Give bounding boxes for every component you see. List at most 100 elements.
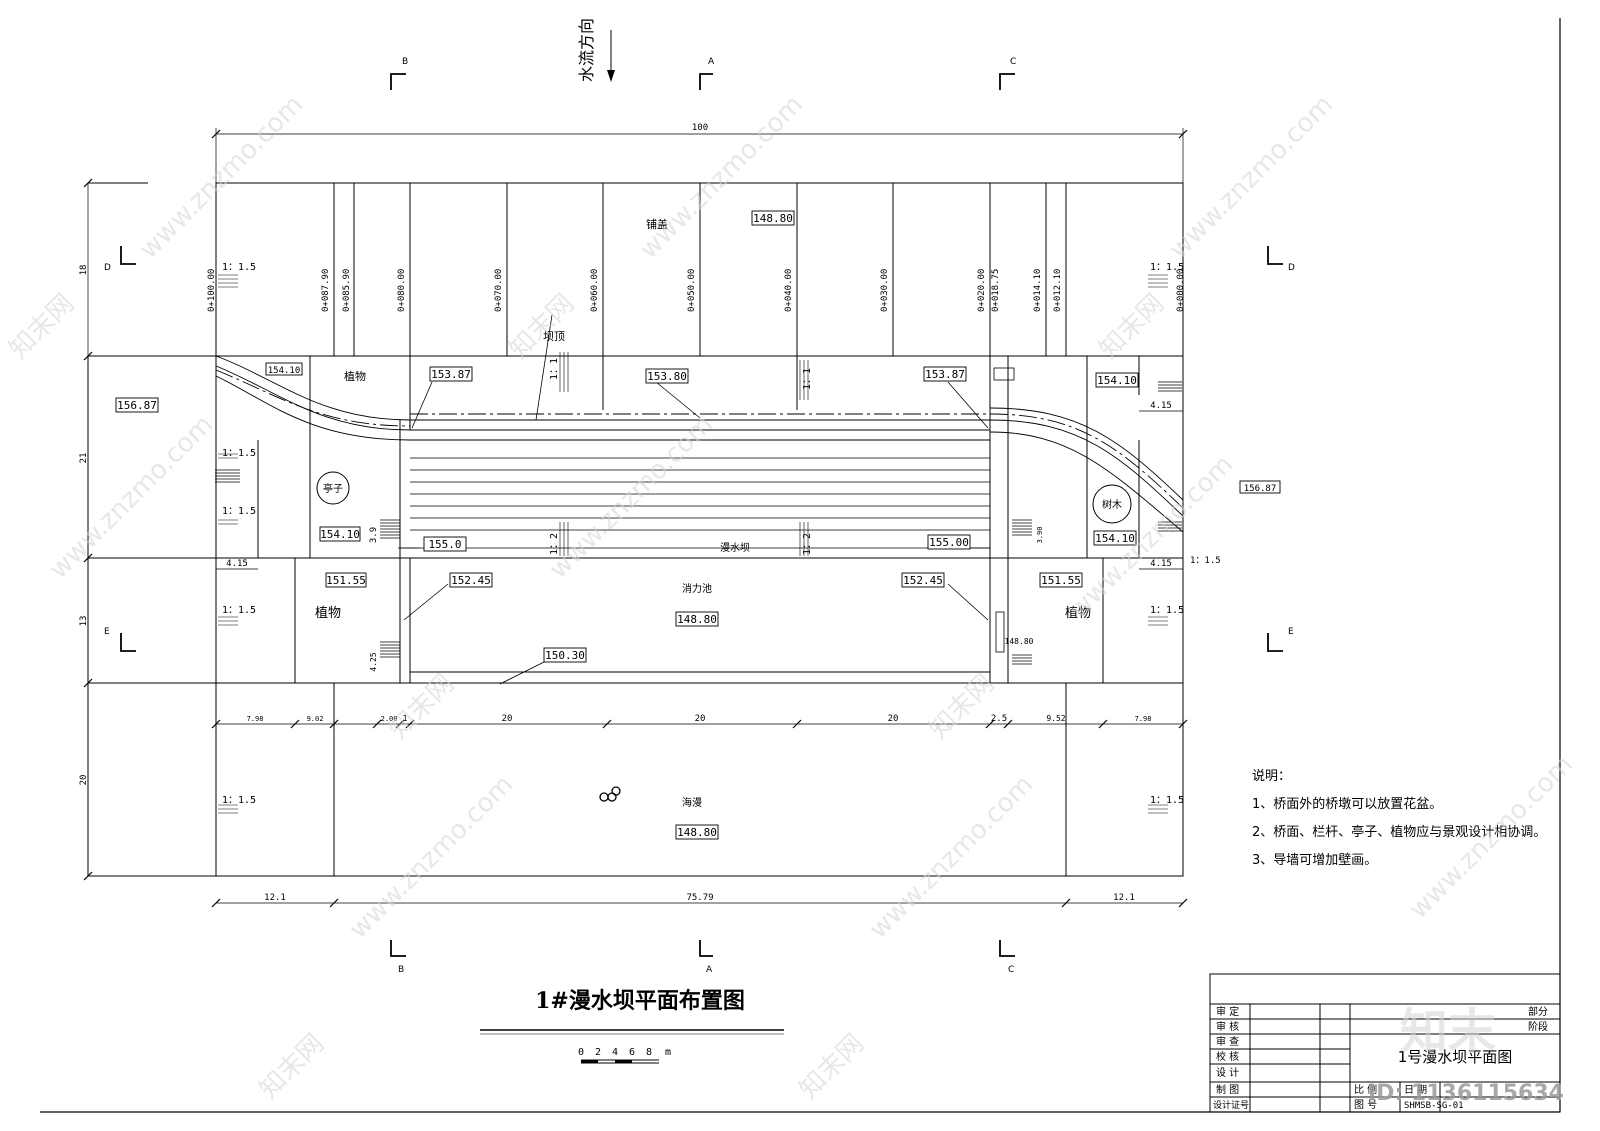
notes-heading: 说明： (1252, 769, 1291, 784)
elevation-labels: 148.80 156.87 154.10 153.87 153.80 153.8… (117, 212, 1276, 839)
dim-stair: 3.9 (369, 527, 379, 543)
dim-overall: 100 (692, 123, 708, 133)
title-block-text: 审 定 审 核 审 查 校 核 设 计 制 图 设计证号 部分 阶段 1号漫水坝… (1213, 1005, 1548, 1111)
label-pavilion: 亭子 (323, 482, 343, 495)
tb-row: 制 图 (1216, 1083, 1239, 1096)
elev-left-top: 154.10 (268, 366, 301, 376)
pavilion-circle (316, 471, 350, 505)
note-item: 3、导墙可增加壁画。 (1252, 853, 1377, 868)
label-tree: 树木 (1102, 498, 1122, 511)
title-block (1209, 973, 1561, 1113)
tb-row: 设计证号 (1213, 1099, 1249, 1111)
dim-mid: 9.52 (1046, 714, 1065, 723)
dim-mid: 20 (695, 714, 706, 724)
station-label: 0+070.00 (494, 269, 504, 312)
dim-mid: 7.98 (1135, 715, 1152, 723)
elev-left-bank: 156.87 (117, 399, 157, 412)
dim-stair: 4.25 (369, 652, 378, 671)
dim-mid: 20 (502, 714, 513, 724)
tb-stage: 阶段 (1528, 1020, 1548, 1033)
section-e-right: E (1288, 627, 1294, 637)
scale-tick: 4 (612, 1047, 618, 1058)
dim-bottom: 12.1 (1113, 893, 1135, 903)
label-plants-left: 植物 (315, 606, 341, 621)
dim-mid: 20 (888, 714, 899, 724)
tb-drawing-no-label: 图 号 (1354, 1099, 1377, 1111)
dimension-labels: 100 18 21 13 20 7.98 9.02 2.00 1 20 20 2… (79, 123, 1172, 903)
section-d-left: D (104, 263, 111, 273)
station-label: 0+018.75 (991, 269, 1001, 312)
section-a-bot: A (706, 965, 713, 975)
elev-right-bank: 156.87 (1244, 484, 1277, 494)
dim-mid: 7.98 (247, 715, 264, 723)
station-label: 0+087.90 (321, 269, 331, 312)
flow-direction-label: 水流方向 (577, 18, 596, 82)
tb-row: 审 核 (1216, 1020, 1239, 1033)
elev-crest-left: 153.87 (431, 368, 471, 381)
stairs (215, 274, 1182, 814)
slope-label-rot: 1：1 (549, 358, 560, 380)
dim-left: 13 (79, 616, 89, 627)
elev-weir-right: 155.00 (929, 536, 969, 549)
slope-label-rot: 1：1 (802, 368, 813, 390)
weir-body (400, 429, 990, 549)
slope-labels: 1：1.5 1：1.5 1：1.5 1：1.5 1：1.5 1：1.5 1：1.… (222, 262, 1221, 806)
section-e-left: E (104, 627, 110, 637)
elev-crest-mid: 153.80 (647, 370, 687, 383)
note-item: 1、桥面外的桥墩可以放置花盆。 (1252, 796, 1442, 812)
elev-haiman: 148.80 (677, 826, 717, 839)
station-label: 0+100.00 (207, 269, 217, 312)
area-labels: 铺盖 坝顶 植物 亭子 树木 漫水坝 消力池 植物 植物 海漫 (315, 217, 1122, 809)
slope-label: 1：1.5 (222, 506, 256, 517)
slope-label: 1：1.5 (1150, 605, 1184, 616)
section-letters: B A C B A C D D E E (104, 57, 1295, 975)
dim-mid: 2.00 (381, 715, 398, 723)
watermark-id: ID: 1136115634 (1368, 1081, 1564, 1106)
dim-bottom: 12.1 (264, 893, 286, 903)
drawing-title: 1#漫水坝平面布置图 (535, 988, 745, 1014)
plan-outline (87, 182, 1184, 877)
slope-label: 1：1.5 (1150, 795, 1184, 806)
dim-left: 20 (79, 775, 89, 786)
dimension-ticks (83, 129, 1188, 908)
elev-apron: 148.80 (753, 212, 793, 225)
station-label: 0+080.00 (397, 269, 407, 312)
haiman-mark (599, 786, 621, 802)
dim-mid: 9.02 (307, 715, 324, 723)
station-label: 0+085.90 (342, 269, 352, 312)
tree-circle (1092, 484, 1132, 524)
slope-label-rot: 1：2 (802, 533, 813, 555)
section-a-top: A (708, 57, 715, 67)
tb-row: 审 定 (1216, 1005, 1239, 1018)
dim-side: 4.15 (1150, 401, 1172, 411)
station-label: 0+060.00 (590, 269, 600, 312)
dim-mid: 1 (403, 714, 408, 723)
slope-label: 1：1.5 (1190, 556, 1221, 566)
note-item: 2、桥面、栏杆、亭子、植物应与景观设计相协调。 (1252, 824, 1546, 840)
station-label: 0+012.10 (1053, 269, 1063, 312)
elev-pool-left-bank: 151.55 (326, 574, 366, 587)
tb-row: 设 计 (1216, 1066, 1239, 1079)
elev-left-platform: 154.10 (320, 528, 360, 541)
dim-side: 4.15 (1150, 559, 1172, 569)
slope-label: 1：1.5 (222, 605, 256, 616)
tb-drawing-no: SHMSB-SG-01 (1404, 1101, 1464, 1111)
section-marks (120, 73, 1283, 957)
title-underline (480, 1029, 784, 1035)
slope-label: 1：1.5 (222, 795, 256, 806)
notes: 说明： 1、桥面外的桥墩可以放置花盆。 2、桥面、栏杆、亭子、植物应与景观设计相… (1252, 769, 1546, 868)
section-b-top: B (402, 57, 408, 67)
leader-lines (398, 314, 990, 685)
dim-left: 18 (79, 265, 89, 276)
station-labels: 0+100.00 0+087.90 0+085.90 0+080.00 0+070.00… (207, 269, 1186, 312)
station-label: 0+014.10 (1033, 269, 1043, 312)
tb-drawing-name: 1号漫水坝平面图 (1398, 1048, 1513, 1066)
dim-stair: 3.90 (1036, 527, 1044, 544)
scale-tick: 6 (629, 1047, 635, 1058)
label-apron: 铺盖 (646, 217, 668, 231)
label-dam-top: 坝顶 (543, 329, 565, 343)
section-c-top: C (1010, 57, 1016, 67)
label-stilling-pool: 消力池 (682, 582, 712, 595)
dim-side: 4.15 (226, 559, 248, 569)
